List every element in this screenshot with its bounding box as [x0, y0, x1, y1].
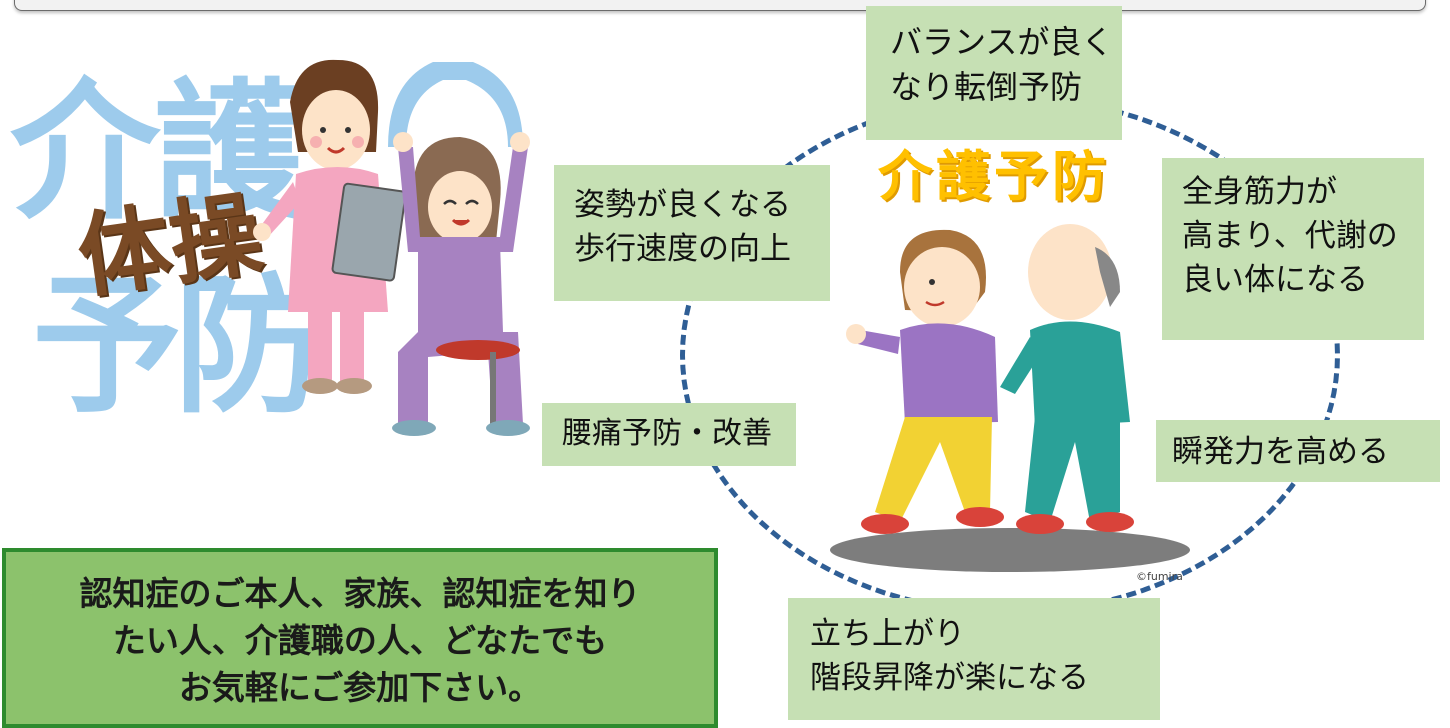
benefit-backpain-line-1: 腰痛予防・改善 — [562, 416, 772, 451]
exercise-illustration — [253, 59, 530, 436]
benefit-power-line-1: 瞬発力を高める — [1172, 434, 1389, 470]
clipboard-shape — [331, 182, 407, 282]
notice-line-2: たい人、介護職の人、どなたでも — [112, 621, 608, 661]
benefit-posture-line-2: 歩行速度の向上 — [574, 231, 791, 268]
benefit-stairs-line-2: 階段昇降が楽になる — [810, 660, 1089, 697]
exercise-band-shape — [388, 62, 523, 147]
benefit-power-box: 瞬発力を高める — [1156, 420, 1440, 482]
exercising-woman-figure — [392, 132, 530, 436]
title-yobou: 予防 — [32, 260, 324, 434]
elderly-woman-figure — [846, 229, 1004, 534]
notice-line-1: 認知症のご本人、家族、認知症を知り — [79, 574, 641, 613]
benefit-stairs-line-1: 立ち上がり — [810, 616, 965, 652]
benefit-muscle-line-2: 高まり、代謝の — [1182, 218, 1398, 255]
benefit-stairs-box: 立ち上がり 階段昇降が楽になる — [788, 598, 1160, 720]
benefit-muscle-line-1: 全身筋力が — [1182, 174, 1337, 210]
invitation-notice: 認知症のご本人、家族、認知症を知り たい人、介護職の人、どなたでも お気軽にご参… — [2, 548, 718, 728]
benefit-posture-line-1: 姿勢が良くなる — [574, 187, 791, 223]
illustration-credit: ©fumira — [1136, 570, 1183, 583]
benefit-backpain-box: 腰痛予防・改善 — [542, 403, 796, 466]
nurse-figure — [253, 59, 388, 394]
benefit-posture-box: 姿勢が良くなる 歩行速度の向上 — [554, 165, 830, 301]
benefit-muscle-box: 全身筋力が 高まり、代謝の 良い体になる — [1162, 158, 1424, 340]
benefit-balance-line-1: バランスが良く — [890, 23, 1114, 61]
walking-couple-illustration — [830, 224, 1190, 572]
benefit-balance-line-2: なり転倒予防 — [890, 68, 1083, 107]
benefit-balance-box: バランスが良く なり転倒予防 — [866, 6, 1122, 140]
notice-line-3: お気軽にご参加下さい。 — [178, 668, 542, 708]
benefit-muscle-line-3: 良い体になる — [1182, 262, 1368, 299]
circle-heading: 介護予防 — [878, 145, 1110, 208]
top-banner-frame — [14, 0, 1426, 11]
elderly-man-figure — [1000, 224, 1134, 534]
title-kaigo: 介護 — [10, 66, 304, 240]
